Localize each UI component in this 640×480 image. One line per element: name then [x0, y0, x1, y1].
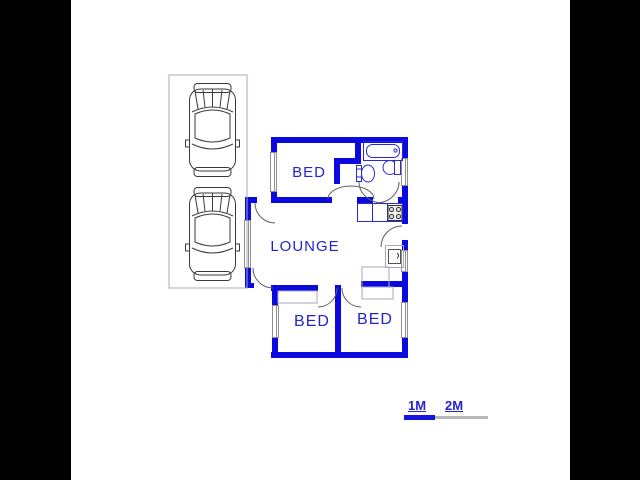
wall-segment — [402, 338, 408, 358]
wall-segment — [271, 192, 277, 203]
laundry-sink-icon — [385, 245, 404, 268]
window-symbol — [270, 152, 277, 192]
wall-segment — [398, 197, 408, 203]
stove-icon — [387, 205, 403, 221]
letterbox-left — [0, 0, 71, 480]
car-icon — [185, 187, 240, 281]
wall-segment — [402, 186, 408, 224]
wall-segment — [245, 268, 251, 283]
scale-bar-segment-blue — [404, 415, 435, 420]
door-arc — [327, 185, 375, 200]
window-symbol — [401, 302, 408, 338]
car-icon — [185, 83, 240, 177]
wall-segment — [272, 288, 278, 305]
closet-outlines — [277, 266, 394, 304]
room-label-bed-top: BED — [292, 164, 326, 181]
bathtub-icon — [363, 141, 403, 161]
wall-segment — [271, 137, 277, 152]
wall-segment — [271, 137, 408, 143]
closet-outline — [361, 286, 394, 300]
counter-outline — [361, 266, 390, 288]
wall-segment — [402, 272, 408, 302]
door-arc — [317, 287, 338, 308]
wall-segment — [245, 197, 251, 220]
door-arc — [341, 287, 362, 308]
door-arc — [252, 267, 274, 289]
window-symbol — [401, 250, 408, 272]
basin-icon — [382, 160, 401, 175]
wall-segment — [272, 338, 278, 358]
window-symbol — [272, 305, 279, 338]
room-label-bed-bottom-left: BED — [294, 313, 330, 330]
wall-segment — [334, 158, 357, 164]
wall-segment — [402, 137, 408, 158]
door-arc — [254, 202, 276, 224]
room-label-bed-bottom-right: BED — [357, 311, 393, 328]
closet-outline — [277, 290, 318, 304]
wall-segment — [271, 285, 318, 291]
drawing-sheet — [71, 0, 570, 480]
wall-segment — [402, 240, 408, 250]
wall-segment — [361, 281, 407, 287]
wall-segment — [245, 197, 257, 203]
wall-segment — [245, 283, 254, 288]
door-arc — [380, 225, 403, 248]
wall-segment — [335, 285, 341, 358]
door-arc — [375, 181, 400, 204]
scale-label-2m: 2M — [445, 398, 464, 413]
wall-segment — [357, 197, 373, 203]
letterbox-right — [570, 0, 640, 480]
window-symbol — [401, 158, 408, 186]
wall-segment — [355, 137, 361, 164]
wall-segment — [275, 197, 332, 203]
door-arcs — [252, 181, 403, 308]
scale-bar-segment-gray — [435, 416, 488, 419]
carport-outline — [168, 74, 248, 289]
toilet-icon — [356, 164, 375, 183]
scale-label-1m: 1M — [408, 398, 427, 413]
room-label-lounge: LOUNGE — [270, 238, 340, 255]
wall-segment — [334, 158, 340, 184]
